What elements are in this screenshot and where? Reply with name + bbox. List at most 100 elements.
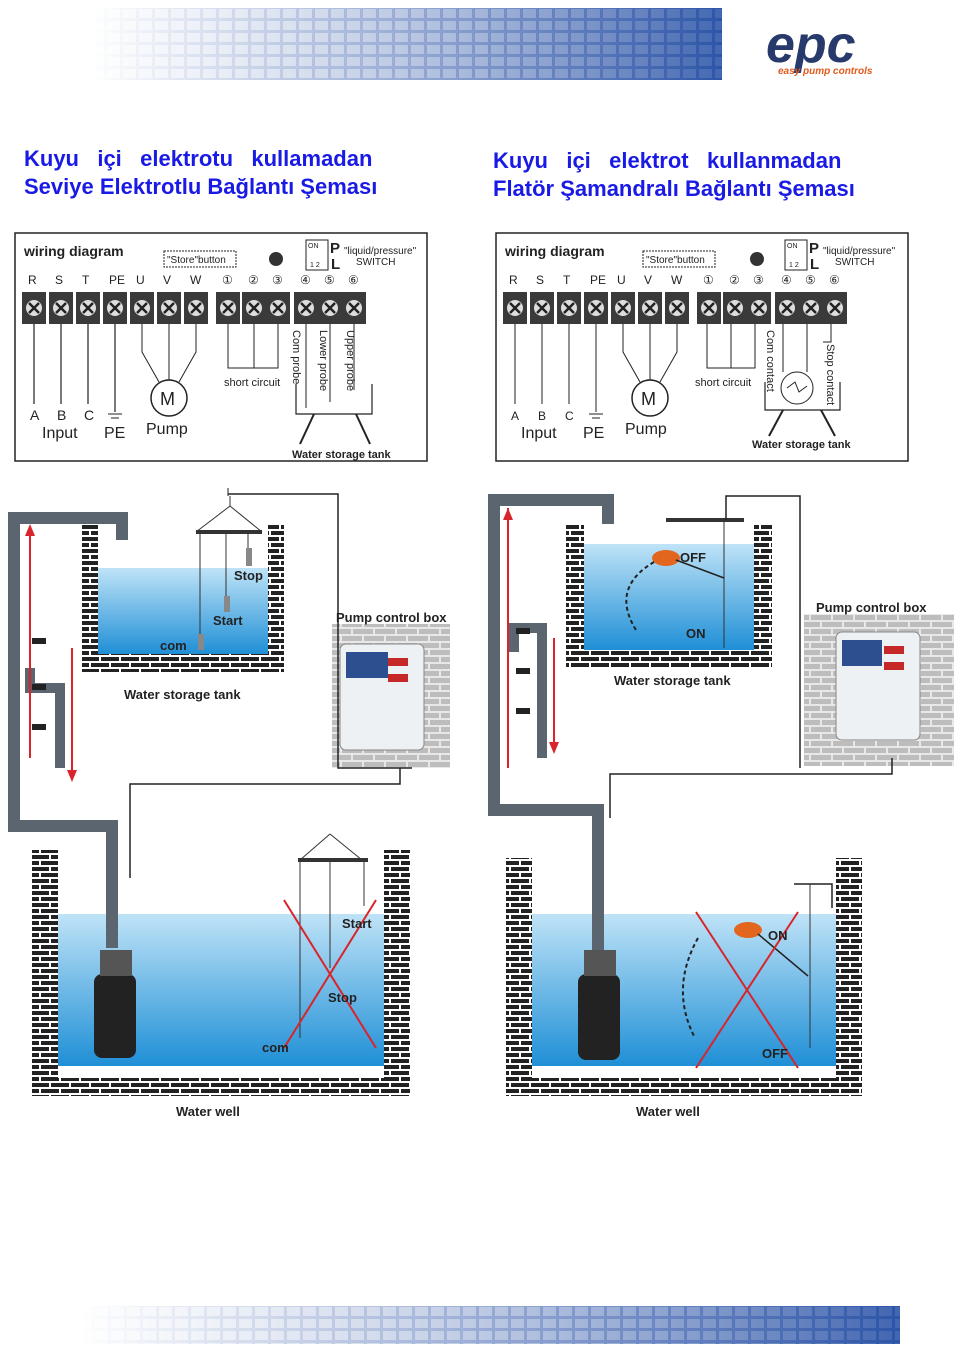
banner-square bbox=[523, 57, 536, 66]
banner-square bbox=[667, 9, 680, 18]
banner-square bbox=[587, 45, 600, 54]
lower-probe-label: Lower probe bbox=[317, 330, 329, 391]
input-c-r: C bbox=[565, 409, 574, 423]
banner-square bbox=[491, 57, 504, 66]
banner-square bbox=[475, 69, 488, 78]
banner-square bbox=[847, 1319, 860, 1328]
banner-square bbox=[555, 69, 568, 78]
banner-square bbox=[299, 57, 312, 66]
banner-square bbox=[319, 1307, 332, 1316]
banner-square bbox=[443, 33, 456, 42]
banner-square bbox=[111, 1307, 124, 1316]
banner-square bbox=[351, 1343, 364, 1349]
banner-square bbox=[651, 69, 664, 78]
banner-square bbox=[235, 33, 248, 42]
banner-square bbox=[539, 9, 552, 18]
terminal-label-l2: T bbox=[82, 273, 90, 287]
banner-square bbox=[367, 1307, 380, 1316]
start-label: Start bbox=[213, 613, 243, 628]
pump-control-box-label-r: Pump control box bbox=[816, 600, 927, 615]
banner-square bbox=[715, 69, 728, 78]
banner-square bbox=[575, 1343, 588, 1349]
banner-square bbox=[523, 45, 536, 54]
banner-square bbox=[607, 1307, 620, 1316]
banner-square bbox=[331, 33, 344, 42]
banner-square bbox=[587, 57, 600, 66]
banner-square bbox=[123, 21, 136, 30]
banner-square bbox=[347, 69, 360, 78]
banner-square bbox=[495, 1307, 508, 1316]
terminal-label-r4: ⑤ bbox=[324, 273, 335, 287]
banner-square bbox=[127, 1319, 140, 1328]
input-label: Input bbox=[42, 425, 78, 442]
banner-square bbox=[235, 69, 248, 78]
banner-square bbox=[639, 1307, 652, 1316]
banner-square bbox=[667, 21, 680, 30]
banner-square bbox=[879, 1319, 892, 1328]
down-arrow-icon bbox=[67, 770, 77, 782]
banner-square bbox=[219, 33, 232, 42]
banner-square bbox=[143, 1319, 156, 1328]
banner-square bbox=[431, 1307, 444, 1316]
banner-pattern bbox=[90, 8, 728, 80]
banner-square bbox=[619, 69, 632, 78]
banner-square bbox=[767, 1319, 780, 1328]
pe-label: PE bbox=[104, 425, 125, 442]
banner-square bbox=[383, 1343, 396, 1349]
banner-square bbox=[751, 1331, 764, 1340]
banner-square bbox=[319, 1343, 332, 1349]
store-button-icon-r bbox=[750, 252, 764, 266]
banner-square bbox=[127, 1307, 140, 1316]
banner-square bbox=[591, 1307, 604, 1316]
banner-square bbox=[459, 57, 472, 66]
banner-square bbox=[463, 1319, 476, 1328]
terminal-label-r1: ② bbox=[248, 273, 259, 287]
banner-square bbox=[287, 1307, 300, 1316]
terminal-label-l0: R bbox=[28, 273, 37, 287]
input-a: A bbox=[30, 407, 40, 423]
banner-square bbox=[287, 1319, 300, 1328]
submersible-pump bbox=[94, 974, 136, 1058]
banner-square bbox=[235, 45, 248, 54]
banner-square bbox=[283, 57, 296, 66]
banner-square bbox=[639, 1343, 652, 1349]
com-probe-label: Com probe bbox=[290, 330, 302, 384]
banner-square bbox=[271, 1343, 284, 1349]
banner-square bbox=[155, 69, 168, 78]
banner-square bbox=[287, 1343, 300, 1349]
banner-square bbox=[719, 1343, 732, 1349]
banner-square bbox=[683, 9, 696, 18]
banner-square bbox=[879, 1343, 892, 1349]
banner-square bbox=[155, 57, 168, 66]
banner-square bbox=[479, 1319, 492, 1328]
banner-square bbox=[767, 1343, 780, 1349]
banner-square bbox=[495, 1331, 508, 1340]
banner-square bbox=[603, 69, 616, 78]
upper-tank-label-r: Water storage tank bbox=[614, 673, 731, 688]
pump-label: Pump bbox=[146, 421, 188, 438]
banner-square bbox=[555, 9, 568, 18]
banner-square bbox=[635, 21, 648, 30]
switch-label2: SWITCH bbox=[356, 257, 395, 268]
banner-square bbox=[559, 1331, 572, 1340]
banner-square bbox=[283, 69, 296, 78]
banner-square bbox=[187, 21, 200, 30]
banner-square bbox=[223, 1319, 236, 1328]
banner-square bbox=[783, 1307, 796, 1316]
pump-control-box-label: Pump control box bbox=[336, 610, 447, 625]
banner-square bbox=[399, 1343, 412, 1349]
banner-square bbox=[475, 33, 488, 42]
banner-square bbox=[95, 1319, 108, 1328]
banner-square bbox=[895, 1319, 908, 1328]
banner-square bbox=[463, 1343, 476, 1349]
banner-square bbox=[715, 45, 728, 54]
banner-square bbox=[219, 9, 232, 18]
com-contact-label: Com contact bbox=[764, 330, 776, 392]
com-label: com bbox=[160, 638, 187, 653]
banner-square bbox=[751, 1307, 764, 1316]
terminal-label-l1: S bbox=[536, 273, 544, 287]
switch-label2-r: SWITCH bbox=[835, 257, 874, 268]
banner-square bbox=[191, 1307, 204, 1316]
banner-square bbox=[591, 1331, 604, 1340]
banner-square bbox=[715, 33, 728, 42]
